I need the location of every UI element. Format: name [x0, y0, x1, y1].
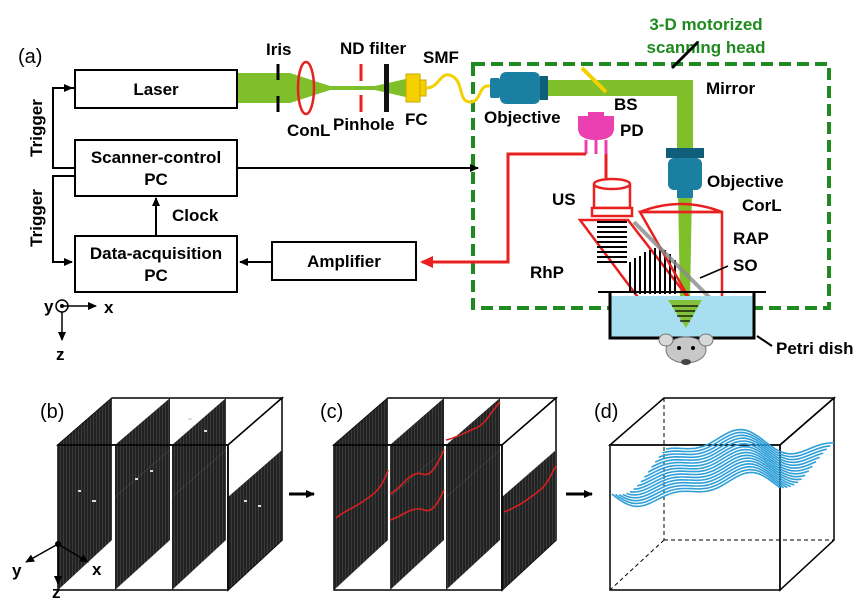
nd-filter-label: ND filter [340, 39, 407, 58]
axis-top-x: x [104, 298, 114, 317]
axis-bottom-z: z [52, 583, 61, 600]
surface-line [644, 445, 813, 478]
us-label: US [552, 190, 576, 209]
panel-label-a: (a) [18, 46, 42, 68]
amplifier-box [271, 241, 417, 281]
axis-bottom-y: y [12, 561, 22, 580]
petri-dish-label: Petri dish [776, 339, 853, 358]
surface-line [658, 434, 827, 461]
clock-label: Clock [172, 206, 219, 225]
mirror [670, 40, 700, 70]
surface-line [654, 437, 824, 464]
conl-label: ConL [287, 121, 330, 140]
signal-cable [420, 152, 586, 268]
surface-line [640, 448, 810, 483]
objective-1-tip [490, 78, 500, 98]
photodiode [578, 116, 614, 140]
daq-pc-label-line2: PC [144, 266, 168, 285]
panel-label-b: (b) [40, 401, 64, 423]
converging-lens [296, 60, 316, 116]
trigger-line-top [52, 87, 75, 169]
mirror-label: Mirror [706, 79, 756, 98]
reconstructed-surface [611, 428, 835, 508]
surface-line [665, 428, 835, 455]
rap-label: RAP [733, 229, 769, 248]
beam-splitter [580, 66, 608, 94]
surface-line [629, 457, 799, 493]
smf-label: SMF [423, 48, 459, 67]
objective-1-label: Objective [484, 108, 561, 127]
daq-pc-box [74, 235, 238, 293]
petri-pointer [756, 335, 773, 347]
us-top [592, 177, 632, 191]
acoustic-waves-rhp [597, 221, 627, 263]
single-mode-fiber [425, 73, 491, 104]
nd-filter [384, 64, 389, 112]
iris-label: Iris [266, 40, 292, 59]
objective-2-ring [666, 148, 704, 158]
objective-2-tip [677, 190, 693, 198]
beam-horizontal [545, 80, 693, 96]
focus-wavefronts [672, 305, 698, 322]
surface-line [636, 451, 806, 487]
panel-label-c: (c) [320, 401, 343, 423]
trigger-label-top: Trigger [27, 99, 46, 157]
axes-bottom [25, 541, 89, 585]
pinhole-label: Pinhole [333, 115, 394, 134]
objective-2-label: Objective [707, 172, 784, 191]
pd-label: PD [620, 121, 644, 140]
axis-top-z: z [56, 345, 65, 364]
rhp-label: RhP [530, 263, 564, 282]
bs-label: BS [614, 95, 638, 114]
axis-top-y: y [44, 297, 54, 316]
us-face [590, 206, 634, 218]
axis-bottom-x: x [92, 560, 102, 579]
surface-line [615, 468, 785, 505]
acoustic-waves-diag [629, 248, 676, 294]
surface-line [611, 471, 781, 508]
surface-line [622, 462, 792, 499]
trigger-label-bottom: Trigger [27, 189, 46, 247]
corl-label: CorL [742, 196, 782, 215]
surface-line [662, 431, 831, 458]
fc-label: FC [405, 110, 428, 129]
surface-line [647, 442, 817, 473]
objective-2 [668, 158, 702, 190]
panel-c-cube [331, 396, 559, 592]
mouse-icon [658, 333, 714, 365]
trigger-line-bottom [52, 175, 75, 266]
photodiode-top [588, 112, 604, 120]
surface-trace-lines [335, 401, 557, 521]
surface-line [618, 465, 788, 502]
laser-box [74, 69, 238, 109]
objective-1-ring [540, 76, 548, 100]
scanner-pc-label-line2: PC [144, 170, 168, 189]
panel-b-cube [55, 396, 285, 592]
panel-label-d: (d) [594, 401, 618, 423]
scanner-pc-label-line1: Scanner-control [91, 148, 221, 167]
laser-label: Laser [133, 80, 179, 99]
surface-line [651, 440, 820, 468]
beam-free-space [237, 73, 410, 103]
silicone-oil-layer [632, 220, 714, 302]
amplifier-label: Amplifier [307, 252, 381, 271]
scanning-head-label-line1: 3-D motorized [649, 15, 762, 34]
so-label: SO [733, 256, 758, 275]
axes-top [55, 299, 97, 341]
so-pointer [699, 265, 729, 279]
beam-vertical-lower [678, 190, 692, 300]
surface-line [626, 460, 795, 496]
surface-line [633, 454, 802, 490]
focus-cone [668, 300, 702, 328]
daq-pc-label-line1: Data-acquisition [90, 244, 222, 263]
beam-vertical-upper [677, 80, 693, 150]
objective-1 [500, 72, 540, 104]
fiber-coupler-tip [419, 79, 427, 97]
fiber-coupler [405, 73, 421, 103]
scanning-head-label-line2: scanning head [646, 38, 765, 57]
correction-lens [639, 202, 723, 214]
